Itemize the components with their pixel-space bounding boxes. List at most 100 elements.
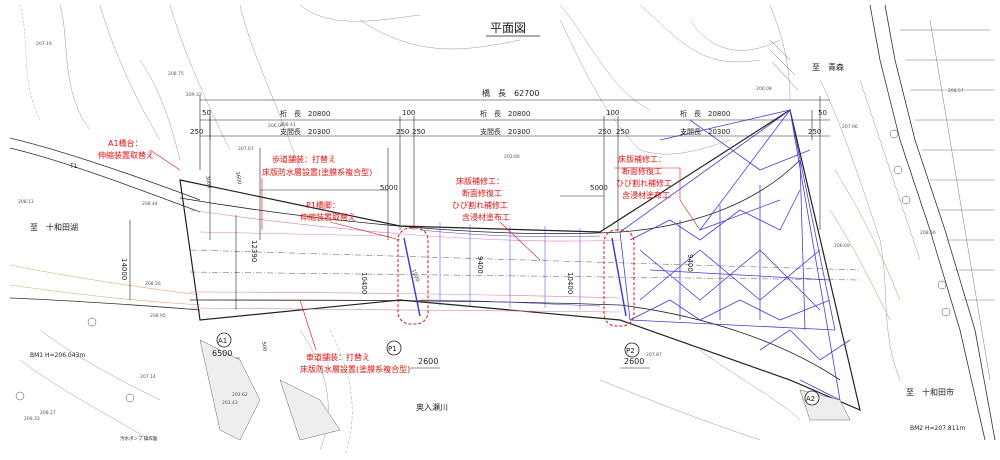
- dim-9400-1: 9400: [476, 256, 484, 274]
- slab2-note-title: 床版補修工：: [618, 154, 666, 164]
- span-length-3: 支間長 20300: [680, 127, 730, 136]
- dim-50-left: 50: [202, 109, 211, 117]
- spot-height: 203.66: [504, 154, 520, 160]
- dim-5000-2: 5000: [590, 184, 608, 192]
- truss-structure: [619, 109, 851, 401]
- slab1-note-title: 床版補修工：: [456, 176, 504, 186]
- spot-height: 207.19: [36, 41, 52, 47]
- spot-heights: 207.19 208.13 208.44 208.26 208.75 208.9…: [18, 41, 964, 422]
- dim-50-right: 50: [818, 109, 827, 117]
- dim-2600-1: 2600: [418, 357, 438, 366]
- t1-label: T1: [69, 163, 78, 170]
- slab1-note-line3: 含浸材塗布工: [462, 212, 510, 222]
- dim-2600-2: 2600: [624, 357, 644, 366]
- spot-height: 207.96: [842, 124, 858, 130]
- p1-label: P1: [388, 345, 397, 353]
- spot-height: 208.56: [920, 230, 936, 236]
- page-title: 平面図: [490, 21, 526, 35]
- spot-height: 207.14: [140, 374, 156, 380]
- slab2-note-line1: 断面修復工: [622, 166, 662, 176]
- slab1-note-line1: 断面修復工: [462, 188, 502, 198]
- a1-note-title: A1橋台：: [108, 138, 143, 148]
- dim-250-f: 250: [808, 128, 821, 136]
- abutment-a2: A2: [804, 390, 820, 406]
- spot-height: 208.57: [948, 88, 964, 94]
- p1-note-body: 伸縮装置取替え: [300, 212, 356, 222]
- slab2-note-line3: 含浸材塗布工: [622, 190, 670, 200]
- road-note-body: 床版防水層設置(塗膜系複合型): [300, 364, 410, 374]
- span-length-2: 支間長 20300: [480, 127, 530, 136]
- spot-height: 208.44: [142, 201, 158, 207]
- direction-towadashi: 至 十和田市: [906, 387, 954, 397]
- bridge-length-label: 橋 長 62700: [482, 88, 539, 98]
- dim-250-e: 250: [616, 128, 629, 136]
- abutment-a1: A1: [216, 332, 232, 348]
- note-leader-lines: [149, 149, 701, 351]
- bm2-label: BM2 H=207.811m: [910, 425, 965, 432]
- spot-height: 209.32: [186, 92, 202, 98]
- dim-3000: 3000: [204, 175, 212, 189]
- walk-note-title: 歩道舗装：打替え: [272, 154, 336, 164]
- parcel-grid: [900, 19, 995, 381]
- river-label: 奥入瀬川: [416, 402, 448, 412]
- survey-markers: [15, 129, 951, 403]
- spot-height: 207.67: [238, 146, 254, 152]
- spot-height: 208.33: [24, 416, 40, 422]
- dim-100-2: 100: [606, 109, 619, 117]
- dim-250-c: 250: [412, 128, 425, 136]
- dim-500: 500: [260, 341, 268, 351]
- pump-label: 汚水ポンプ 操作盤: [120, 435, 158, 442]
- dim-9400-2: 9400: [686, 254, 694, 272]
- dim-10400-1: 10400: [360, 272, 368, 294]
- a2-label: A2: [806, 395, 815, 403]
- spot-height: 208.13: [18, 199, 34, 205]
- road-outlines: [9, 4, 996, 441]
- pier-p1: P1: [386, 340, 402, 356]
- spot-height: 206.09: [834, 243, 850, 249]
- direction-towadako: 至 十和田湖: [30, 222, 78, 232]
- p2-label: P2: [626, 347, 635, 355]
- terrain-contours: [19, 4, 921, 456]
- dim-100-1: 100: [402, 109, 415, 117]
- spot-height: 206.08: [756, 86, 772, 92]
- a1-note-body: 伸縮装置取替え: [98, 150, 154, 160]
- bm1-label: BM1 H=206.043m: [30, 352, 85, 359]
- dim-250-d: 250: [598, 128, 611, 136]
- spot-height: 208.95: [150, 313, 166, 319]
- spot-height: 207.87: [646, 352, 662, 358]
- walk-note-body: 床版防水層設置(塗膜系複合型): [262, 167, 372, 177]
- dim-5000-1: 5000: [380, 184, 398, 192]
- slab1-note-line2: ひび割れ補修工: [452, 200, 508, 210]
- p1-note-title: P1橋脚：: [306, 200, 340, 210]
- pier-markings: [397, 227, 635, 327]
- dim-1000: 1000: [410, 269, 420, 283]
- girder-length-2: 桁 長 20800: [480, 109, 530, 118]
- girder-length-3: 桁 長 20800: [680, 109, 730, 118]
- dim-14000: 14000: [120, 258, 128, 280]
- dim-250-a: 250: [190, 128, 203, 136]
- dim-12390: 12390: [250, 240, 258, 262]
- dim-6500: 6500: [212, 349, 232, 358]
- spot-height: 203.43: [222, 400, 238, 406]
- bridge-deck: [179, 109, 861, 412]
- direction-aomori: 至 青森: [812, 62, 844, 72]
- dimension-lines: [129, 96, 830, 369]
- spot-height: 206.07: [268, 123, 284, 129]
- road-note-title: 車道舗装：打替え: [306, 352, 370, 362]
- spot-height: 208.75: [168, 71, 184, 77]
- p2-pier-outline: [603, 229, 635, 327]
- spot-height: 208.26: [145, 281, 161, 287]
- dim-10400-2: 10400: [566, 272, 574, 294]
- pier-p2: P2: [624, 342, 640, 358]
- slab2-note-line2: ひび割れ補修工: [616, 178, 672, 188]
- spot-height: 208.27: [40, 410, 56, 416]
- spot-height: 203.62: [232, 392, 248, 398]
- a1-label: A1: [218, 337, 227, 345]
- span-length-1: 支間長 20300: [280, 127, 330, 136]
- girder-length-1: 桁 長 20800: [280, 109, 330, 118]
- dim-1600: 1600: [234, 171, 242, 185]
- spot-height: 208.41: [280, 122, 296, 128]
- orange-contours: [9, 169, 901, 321]
- p1-pier-outline: [397, 227, 429, 325]
